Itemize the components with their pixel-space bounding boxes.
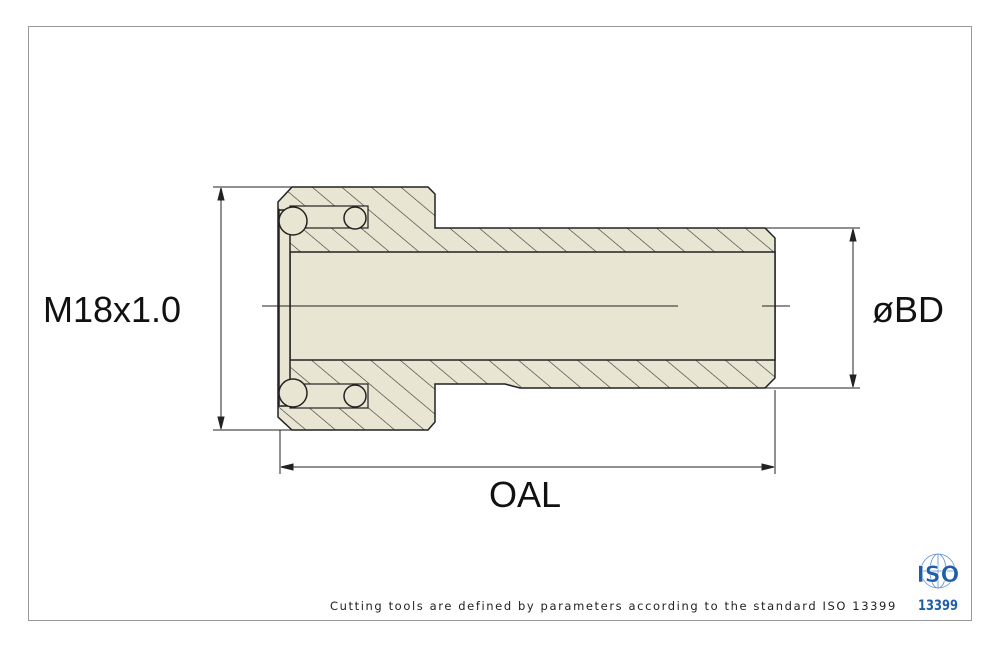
logo-number-text: 13399 [918, 598, 958, 614]
dimension-lines [213, 186, 860, 474]
overall-length-label: OAL [489, 474, 561, 515]
thread-size-label: M18x1.0 [43, 289, 181, 330]
fitting-section [277, 186, 776, 431]
ball-large-bottom [278, 378, 308, 408]
ball-small-top [343, 206, 367, 230]
iso-13399-logo: ISO 13399 [916, 553, 960, 614]
ball-large-top [278, 206, 308, 236]
ball-small-bottom [343, 384, 367, 408]
footer-note: Cutting tools are defined by parameters … [330, 599, 897, 613]
logo-iso-text: ISO [917, 563, 960, 588]
left-ring [278, 209, 291, 407]
drawing-frame [28, 26, 972, 621]
bore-diameter-label: øBD [872, 289, 944, 330]
globe-icon [920, 553, 956, 589]
